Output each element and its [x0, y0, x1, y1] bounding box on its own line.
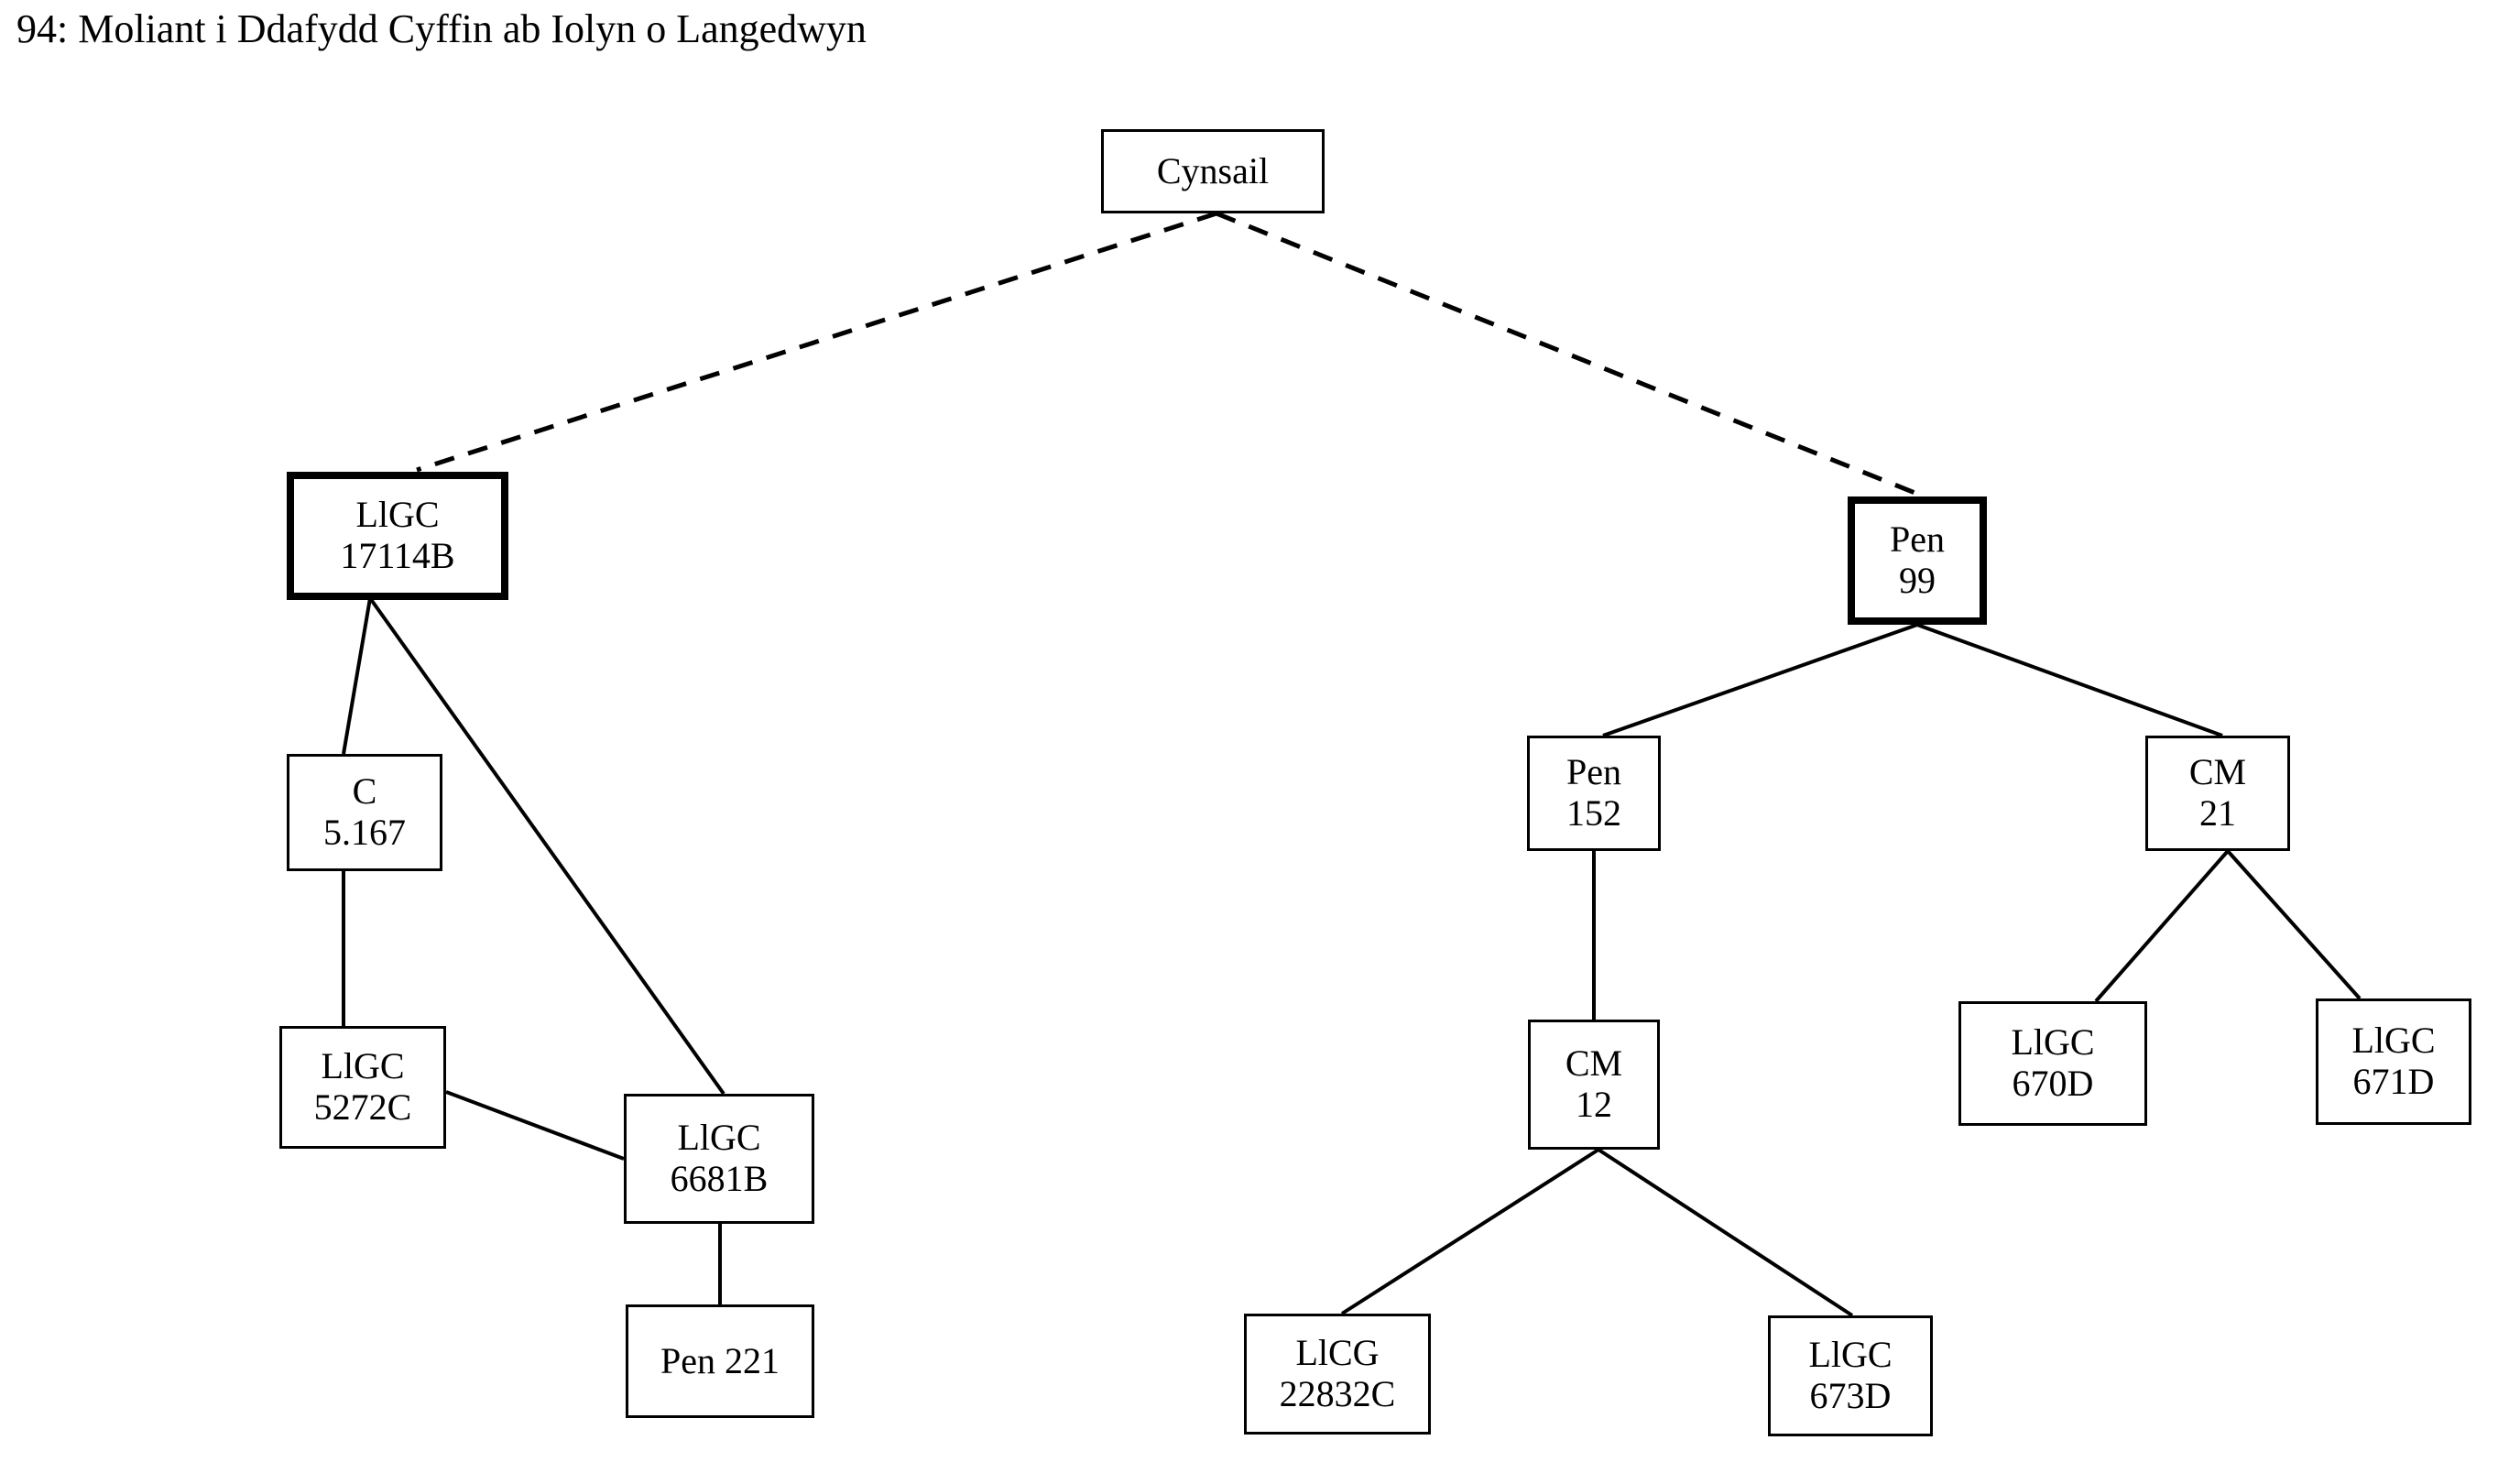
- node-label-secondary: 6681B: [670, 1158, 769, 1199]
- edge-cm21-to-llgc670d: [2094, 849, 2230, 1003]
- node-label-primary: LlGC: [321, 1045, 405, 1087]
- node-label-secondary: 5272C: [313, 1086, 412, 1128]
- edge-llgc5272c-to-llgc6681b: [445, 1090, 625, 1161]
- node-label-primary: LlCG: [1295, 1332, 1380, 1374]
- node-label-primary: LlGC: [2011, 1021, 2095, 1064]
- node-label-secondary: 670D: [2012, 1063, 2094, 1104]
- node-label-primary: Cynsail: [1156, 149, 1270, 191]
- page-title: 94: Moliant i Ddafydd Cyffin ab Iolyn o …: [16, 6, 867, 51]
- node-label-primary: CM: [1565, 1042, 1623, 1085]
- node-label-primary: LlGC: [355, 494, 440, 536]
- node-label-primary: Pen: [1566, 751, 1621, 793]
- node-label-primary: Pen 221: [660, 1339, 780, 1381]
- node-cynsail[interactable]: Cynsail: [1101, 129, 1325, 213]
- edge-cynsail-to-pen99: [1216, 211, 1923, 498]
- node-label-primary: LlGC: [2351, 1020, 2436, 1062]
- node-label-primary: LlGC: [677, 1117, 761, 1159]
- node-label-secondary: 17114B: [340, 535, 455, 576]
- node-label-primary: C: [352, 770, 377, 813]
- node-label-secondary: 21: [2199, 792, 2236, 834]
- node-label-secondary: 152: [1566, 792, 1621, 834]
- edge-cynsail-to-llgc17114b: [416, 211, 1217, 473]
- node-label-secondary: 671D: [2352, 1061, 2435, 1102]
- node-label-secondary: 673D: [1809, 1375, 1892, 1416]
- edge-llgc17114b-to-c5167: [342, 597, 372, 755]
- node-label-secondary: 5.167: [323, 812, 406, 853]
- node-label-primary: CM: [2188, 751, 2247, 793]
- node-label-secondary: 99: [1899, 560, 1936, 601]
- node-label-primary: Pen: [1890, 518, 1945, 561]
- node-label-secondary: 12: [1576, 1084, 1612, 1125]
- node-label-secondary: 22832C: [1279, 1373, 1396, 1414]
- node-label-primary: LlGC: [1808, 1334, 1893, 1376]
- edge-cm12-to-llcg22832c: [1340, 1148, 1600, 1315]
- edge-cm12-to-llgc673d: [1597, 1148, 1854, 1317]
- node-pen221[interactable]: Pen 221: [626, 1304, 814, 1418]
- edge-cm21-to-llgc671d: [2226, 849, 2362, 1000]
- edge-pen99-to-cm21: [1916, 623, 2223, 737]
- edge-pen99-to-pen152: [1602, 623, 1918, 737]
